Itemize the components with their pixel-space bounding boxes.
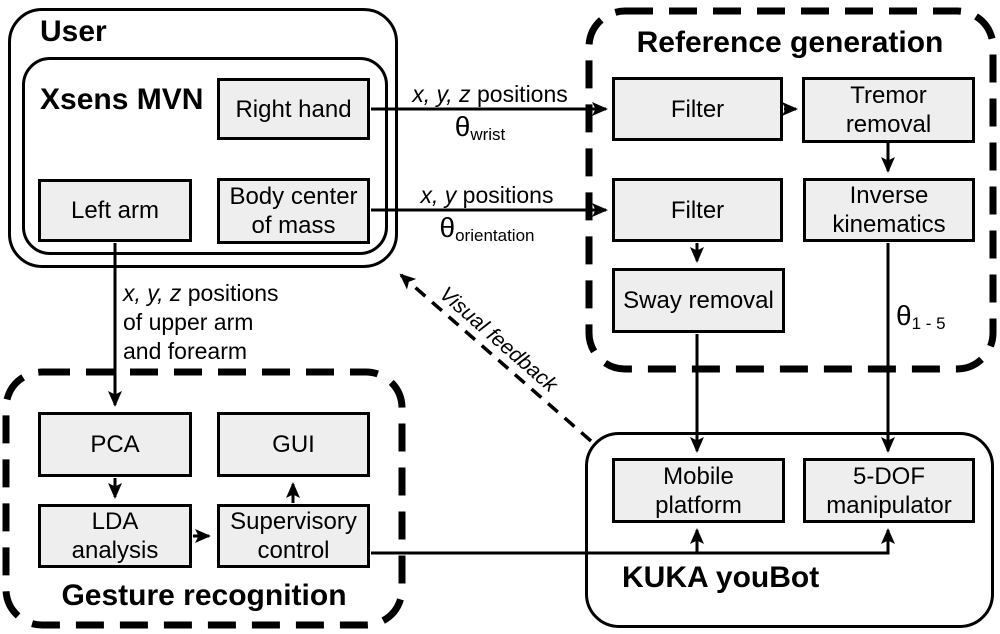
label-arm-rest: positions	[181, 280, 279, 306]
arrow-supervisory-to-manipulator	[371, 528, 895, 555]
xsens-mvn-title: Xsens MVN	[40, 83, 204, 116]
label-body-positions: x, y positions	[392, 181, 582, 210]
reference-generation-title: Reference generation	[636, 26, 944, 59]
theta-wrist-subscript: wrist	[470, 125, 506, 144]
label-arm-positions: x, y, z positions of upper arm and forea…	[123, 279, 279, 366]
reference-generation-dashed-border	[585, 7, 997, 373]
label-arm-positions-line2: of upper arm	[123, 309, 254, 335]
theta-1-5-subscript: 1 - 5	[911, 314, 946, 333]
arrow-visual-feedback	[399, 273, 593, 443]
box-filter-body: Filter	[612, 178, 783, 242]
theta-orientation-subscript: orientation	[455, 226, 535, 245]
box-sway-removal-label: Sway removal	[623, 287, 774, 314]
box-5dof-manipulator: 5-DOF manipulator	[803, 458, 975, 523]
label-body-positions-rest: positions	[456, 182, 554, 208]
box-tremor-removal: Tremor removal	[802, 77, 975, 143]
label-hand-positions-vars: x, y, z	[412, 81, 471, 107]
box-supervisory-control: Supervisory control	[217, 504, 370, 568]
box-tremor-line2: removal	[845, 111, 932, 138]
box-manipulator-line2: manipulator	[826, 491, 952, 519]
box-filter-hand: Filter	[612, 77, 783, 141]
label-theta-1-5: θ1 - 5	[896, 301, 946, 338]
label-hand-positions-rest: positions	[470, 81, 568, 107]
box-pca-label: PCA	[90, 431, 140, 458]
box-filter-body-label: Filter	[670, 196, 725, 224]
label-theta-orientation: θorientation	[392, 213, 582, 250]
box-left-arm-label: Left arm	[70, 197, 160, 224]
box-inverse-kinematics: Inverse kinematics	[803, 178, 975, 242]
box-body-center-of-mass: Body center of mass	[217, 178, 370, 244]
kuka-youbot-container	[585, 432, 994, 628]
box-manipulator-line1: 5-DOF	[853, 462, 925, 490]
box-pca: PCA	[38, 412, 192, 477]
label-arm-positions-line3: and forearm	[123, 338, 248, 364]
box-body-center-line2: of mass	[251, 212, 336, 239]
box-lda-line1: LDA	[91, 508, 139, 535]
box-inverse-line2: kinematics	[832, 211, 946, 238]
label-hand-positions: x, y, z positions	[395, 80, 585, 109]
xsens-mvn-container	[22, 57, 388, 255]
user-title: User	[40, 15, 107, 48]
box-body-center-line1: Body center	[229, 183, 358, 210]
kuka-youbot-title: KUKA youBot	[622, 561, 820, 594]
box-sway-removal: Sway removal	[612, 268, 785, 333]
label-body-positions-vars: x, y	[420, 182, 457, 208]
gesture-recognition-title: Gesture recognition	[61, 579, 347, 612]
box-lda-analysis: LDA analysis	[38, 504, 192, 568]
box-lda-line2: analysis	[71, 537, 159, 564]
box-tremor-line1: Tremor	[850, 82, 927, 109]
label-theta-wrist: θwrist	[385, 112, 575, 149]
box-gui-label: GUI	[272, 431, 315, 458]
box-supervisory-line1: Supervisory	[230, 508, 357, 535]
box-inverse-line1: Inverse	[849, 182, 929, 209]
box-supervisory-line2: control	[257, 537, 330, 564]
box-right-hand-label: Right hand	[235, 95, 352, 123]
box-gui: GUI	[217, 412, 370, 477]
box-mobile-line1: Mobile	[663, 462, 734, 490]
box-filter-hand-label: Filter	[670, 95, 725, 123]
box-left-arm: Left arm	[38, 179, 192, 242]
box-mobile-platform: Mobile platform	[612, 458, 785, 523]
label-arm-positions-line1: x, y, z positions	[123, 279, 279, 308]
box-right-hand: Right hand	[217, 78, 370, 140]
theta-symbol: θ	[454, 111, 471, 142]
theta-symbol: θ	[439, 212, 456, 243]
theta-symbol: θ	[896, 300, 912, 331]
user-container	[8, 8, 398, 268]
box-mobile-line2: platform	[655, 491, 742, 519]
label-arm-vars: x, y, z	[123, 280, 182, 306]
